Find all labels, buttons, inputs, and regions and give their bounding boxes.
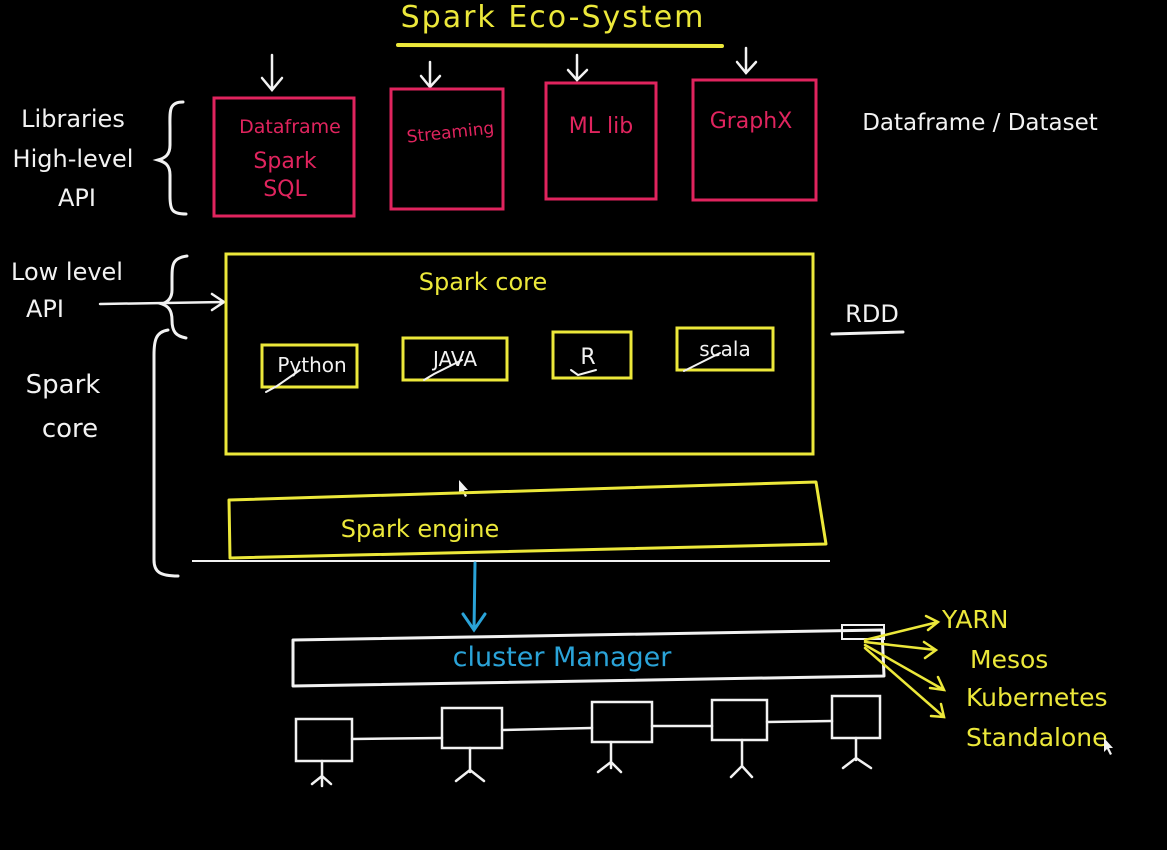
pointer-cursor-icon [1104, 738, 1113, 755]
cluster-manager-tab [841, 624, 885, 640]
spark-core-left-line-1: Spark [26, 370, 101, 400]
mouse-cursor-icon [459, 480, 468, 497]
library-arrows [260, 46, 758, 92]
cluster-type-mesos: Mesos [970, 645, 1048, 674]
node-link [350, 736, 444, 741]
r-box [551, 330, 633, 380]
language-checkmarks [265, 352, 721, 393]
low-level-label-line-1: Low level [11, 258, 123, 286]
cluster-manager-box [291, 628, 886, 688]
worker-node [590, 700, 654, 774]
libraries-label: Libraries High-level API [13, 105, 134, 212]
rdd-underline [830, 330, 905, 336]
library-sql-label: SQL [263, 177, 307, 202]
spark-core-title: Spark core [419, 268, 548, 296]
cluster-manager-label: cluster Manager [453, 642, 673, 673]
diagram-title: Spark Eco-System [401, 0, 706, 35]
library-graphx-label: GraphX [710, 109, 793, 134]
dataframe-sql-box [212, 96, 356, 218]
engine-to-cluster-arrow [461, 561, 487, 633]
cluster-type-yarn: YARN [941, 605, 1009, 634]
worker-nodes [294, 694, 882, 788]
worker-node [830, 694, 882, 770]
spark-core-left-label: Spark core [26, 370, 101, 444]
spark-engine-box [227, 480, 828, 560]
library-streaming-label: Streaming [406, 118, 495, 147]
scala-box [675, 326, 775, 372]
spark-core-brace [152, 328, 180, 578]
mllib-box [544, 81, 658, 201]
library-dataframe-label: Dataframe [239, 116, 341, 138]
cluster-type-arrows [863, 614, 947, 719]
graphx-box [691, 78, 818, 202]
low-level-arrow [98, 292, 227, 312]
spark-engine-label: Spark engine [341, 515, 499, 543]
node-link [500, 726, 594, 732]
spark-core-box [224, 252, 815, 456]
spark-core-left-line-2: core [42, 414, 98, 444]
java-box [401, 336, 509, 382]
library-boxes [212, 78, 818, 218]
rdd-label: RDD [845, 300, 899, 328]
low-level-label: Low level API [11, 258, 123, 323]
low-level-brace [157, 254, 189, 340]
worker-node [294, 717, 354, 788]
libraries-label-line-1: Libraries [21, 105, 125, 133]
python-box [260, 343, 359, 389]
language-java: JAVA [431, 347, 477, 371]
language-python: Python [277, 353, 346, 377]
language-r: R [580, 345, 595, 370]
libraries-brace [152, 100, 188, 216]
node-link [765, 719, 834, 724]
streaming-box [389, 87, 505, 211]
worker-node [440, 706, 504, 783]
cluster-type-standalone: Standalone [966, 723, 1108, 752]
language-boxes [260, 326, 775, 389]
library-mllib-label: ML lib [569, 114, 633, 139]
dataframe-dataset-label: Dataframe / Dataset [862, 110, 1098, 136]
worker-node [710, 698, 769, 779]
low-level-label-line-2: API [26, 295, 64, 323]
language-scala: scala [699, 337, 750, 361]
libraries-label-line-2: High-level [13, 145, 134, 173]
libraries-label-line-3: API [58, 184, 96, 212]
library-spark-label: Spark [253, 149, 316, 174]
title-underline [396, 43, 724, 48]
cluster-type-kubernetes: Kubernetes [966, 683, 1108, 712]
